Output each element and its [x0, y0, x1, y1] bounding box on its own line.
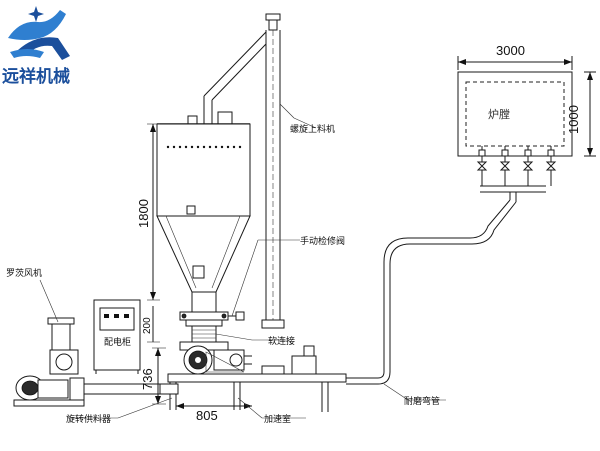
rotary-feeder-label: 旋转供料器 — [66, 413, 111, 425]
base-height-dim: 736 — [140, 368, 155, 390]
screw-feeder — [203, 13, 285, 329]
furnace-nozzles — [476, 146, 557, 186]
silo-dimensions — [147, 123, 252, 409]
screw-feeder-label: 螺旋上料机 — [290, 123, 335, 135]
manual-valve — [179, 311, 245, 327]
accel-chamber-label: 加速室 — [264, 413, 291, 425]
control-cabinet — [93, 299, 141, 374]
leader-lines — [39, 103, 446, 419]
roots-blower-label: 罗茨风机 — [6, 267, 42, 279]
conveying-pipe — [82, 185, 546, 395]
valve-height-dim: 200 — [142, 317, 153, 334]
wear-elbow-label: 耐磨弯管 — [404, 395, 440, 407]
base-width-dim: 805 — [196, 408, 218, 423]
yuanxiang-logo — [8, 6, 70, 60]
level-dots — [166, 145, 242, 149]
base-frame — [159, 345, 347, 412]
manual-valve-label: 手动检修阀 — [300, 235, 345, 247]
furnace — [457, 56, 596, 186]
furnace-height-dim: 1000 — [566, 105, 581, 134]
soft-connection-label: 软连接 — [268, 335, 295, 347]
silo-height-dim: 1800 — [136, 199, 151, 228]
silo — [156, 111, 251, 313]
rotary-feeder — [179, 325, 252, 375]
company-name: 远祥机械 — [2, 66, 70, 87]
furnace-width-dim: 3000 — [496, 43, 525, 58]
control-cabinet-label: 配电柜 — [104, 336, 131, 348]
roots-blower — [13, 317, 85, 407]
furnace-label: 炉膛 — [488, 107, 510, 121]
